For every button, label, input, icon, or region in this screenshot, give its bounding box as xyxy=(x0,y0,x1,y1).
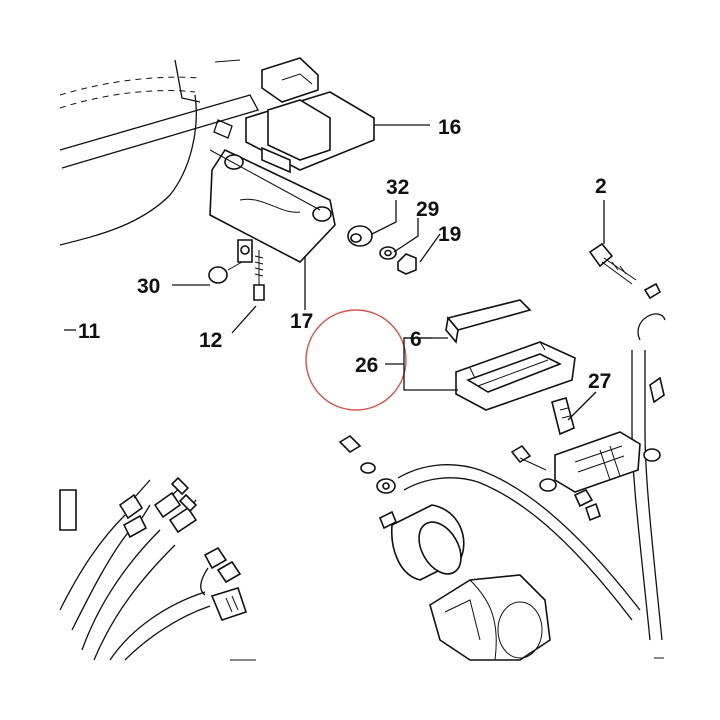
callout-6: 6 xyxy=(410,328,422,351)
callout-27: 27 xyxy=(588,370,611,393)
callout-29: 29 xyxy=(416,198,439,221)
ignition-coil xyxy=(245,57,375,174)
nut-part-30 xyxy=(208,261,243,284)
screw-part-12 xyxy=(253,250,265,301)
callout-16: 16 xyxy=(438,116,461,139)
body-outline xyxy=(59,59,259,246)
bracket xyxy=(209,119,336,263)
callout-19: 19 xyxy=(438,223,461,246)
terminal-block xyxy=(510,431,661,522)
callout-labels: 16 32 29 19 2 30 12 17 11 6 26 27 xyxy=(78,116,611,393)
callout-2: 2 xyxy=(595,175,607,198)
nut-part-19 xyxy=(397,253,417,275)
bolt-part-2 xyxy=(588,242,637,285)
callout-32: 32 xyxy=(386,176,409,199)
motor-housing xyxy=(429,574,551,661)
callout-30: 30 xyxy=(137,275,160,298)
filter-cover-part-6 xyxy=(445,299,532,344)
leader-lines xyxy=(64,124,605,421)
nut-part-32 xyxy=(347,225,373,247)
callout-12: 12 xyxy=(199,329,222,352)
wiring-harness-left xyxy=(59,476,248,661)
connector-part-27 xyxy=(551,397,575,436)
callout-11: 11 xyxy=(78,320,101,343)
callout-17: 17 xyxy=(290,310,313,333)
washer-part-29 xyxy=(379,246,397,260)
filter-assembly-part-26 xyxy=(455,341,576,411)
ground-cable xyxy=(338,434,641,621)
footer-marks xyxy=(230,657,664,661)
highlight-circle xyxy=(305,309,407,411)
callout-26: 26 xyxy=(355,354,378,377)
